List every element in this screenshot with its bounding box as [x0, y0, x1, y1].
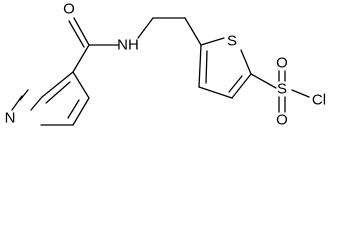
thiophene-bond [198, 86, 233, 99]
ring-to-carbonyl-bond [72, 44, 90, 73]
thiophene-bond [240, 49, 252, 75]
thiophene-ring [198, 37, 252, 99]
pyridine-bond [30, 96, 43, 111]
pyridine-double-bond [19, 89, 29, 101]
amide-nh-label: NH [117, 37, 139, 54]
ch2-to-thiophene-bond [184, 17, 202, 46]
pyridine-double-bond [45, 81, 71, 104]
thiophene-double-bond [205, 50, 208, 84]
thiophene-double-bond [228, 75, 243, 93]
sulfonyl-oxygen-bottom-label: O [276, 112, 288, 129]
carbonyl-oxygen-label: O [63, 1, 75, 18]
pyridine-bond [72, 71, 90, 99]
chemical-structure-diagram: O NH S S O O Cl N [5, 1, 327, 129]
sulfonyl-sulfur-label: S [277, 81, 287, 98]
amide-group [68, 17, 119, 73]
pyridine-bond [72, 97, 90, 126]
pyridine-ring [11, 71, 90, 126]
sulfur-to-chlorine-bond [291, 89, 310, 98]
thiophene-bond [200, 37, 225, 46]
thiophene-to-sulfonyl-bond [250, 73, 277, 89]
sulfonyl-chloride-group [250, 70, 310, 113]
thiophene-bond [231, 73, 252, 99]
pyridine-double-bond [67, 99, 80, 119]
carbonyl-double-bond [73, 17, 90, 46]
carbonyl-double-bond [68, 20, 85, 48]
pyridine-bond [41, 71, 74, 98]
sulfonyl-oxygen-top-label: O [276, 55, 288, 72]
pyridine-nitrogen-label: N [5, 110, 16, 127]
pyridine-bond [11, 95, 23, 111]
nitrogen-to-ch2-bond [137, 17, 154, 39]
chlorine-label: Cl [312, 92, 326, 109]
ethyl-linker [137, 17, 202, 46]
ring-sulfur-label: S [227, 33, 237, 50]
thiophene-bond [198, 44, 202, 88]
